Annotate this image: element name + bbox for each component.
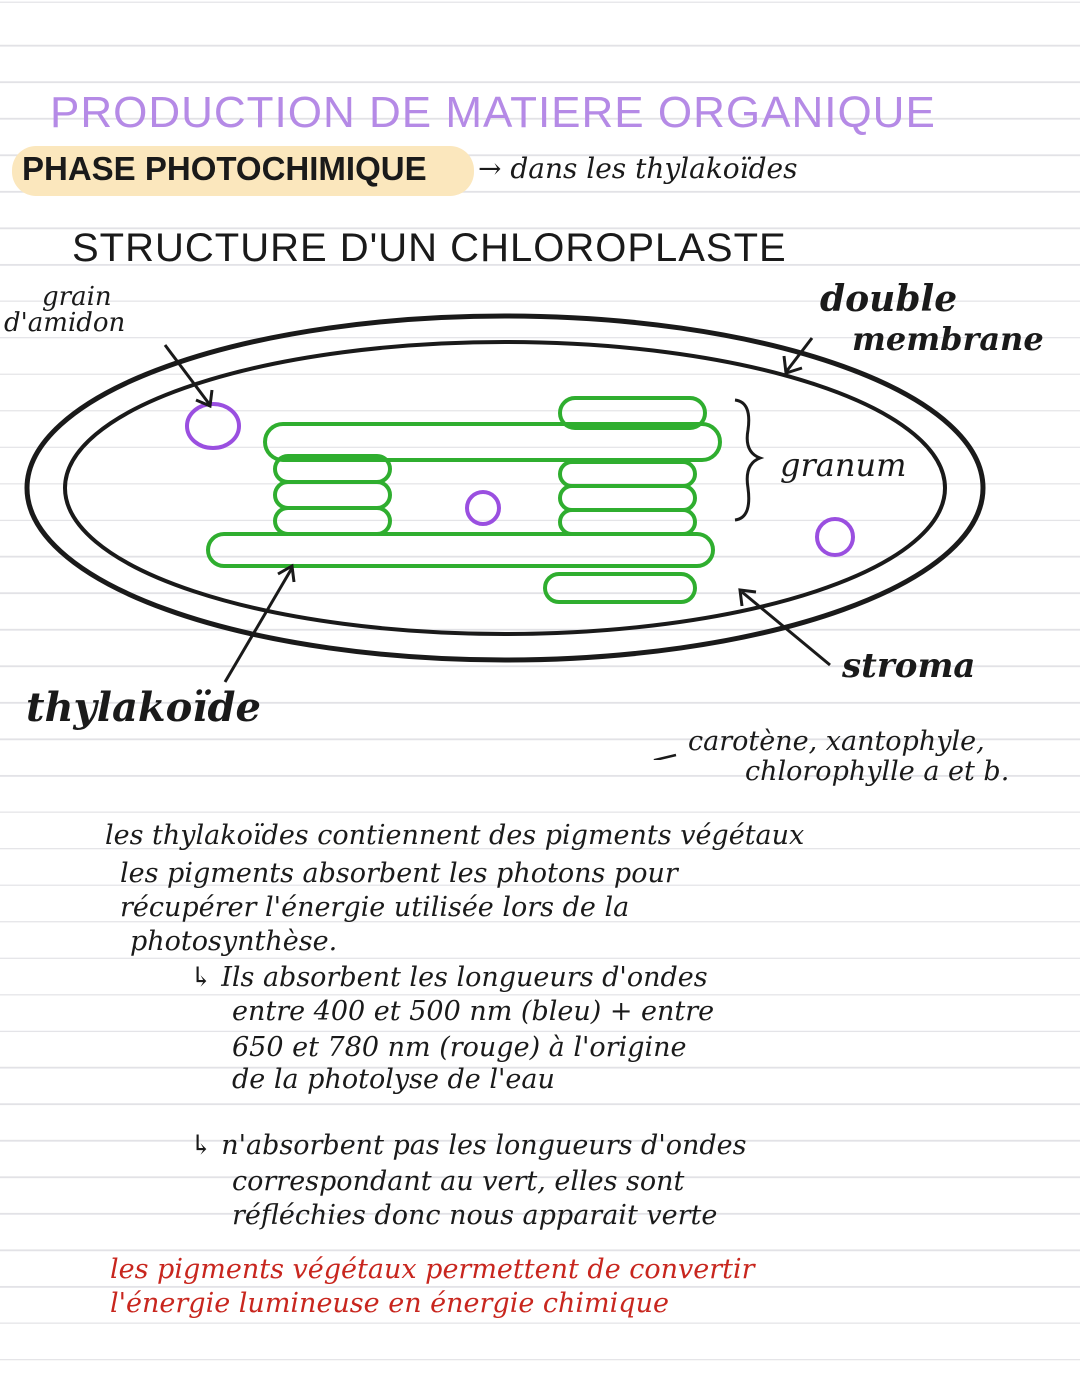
absorb-line-2: entre 400 et 500 nm (bleu) + entre <box>232 996 715 1027</box>
thylakoid-bottom-long <box>206 532 715 568</box>
thylakoid-top-long <box>263 422 722 462</box>
arrow-membrane <box>782 337 814 375</box>
thylakoid-right-bottom <box>543 572 697 604</box>
conclusion-line-2: l'énergie lumineuse en énergie chimique <box>110 1288 669 1319</box>
page-title: PRODUCTION DE MATIERE ORGANIQUE <box>50 88 936 137</box>
thylakoid-right-2 <box>558 484 697 512</box>
diagram-heading: STRUCTURE D'UN CHLOROPLASTE <box>72 226 787 270</box>
arrow-stroma <box>738 588 831 667</box>
chloroplast-diagram <box>24 313 986 760</box>
body-line-2: les pigments absorbent les photons pour <box>120 858 678 889</box>
not-absorb-line-1: ↳ n'absorbent pas les longueurs d'ondes <box>190 1130 747 1161</box>
label-thylakoide: thylakoïde <box>26 684 261 731</box>
arrow-grain <box>163 344 214 409</box>
body-line-3: récupérer l'énergie utilisée lors de la <box>120 892 630 923</box>
conclusion-line-1: les pigments végétaux permettent de conv… <box>110 1254 755 1285</box>
absorb-line-3: 650 et 780 nm (rouge) à l'origine <box>232 1032 687 1063</box>
phase-location-note: → dans les thylakoïdes <box>478 152 798 185</box>
not-absorb-line-3: réfléchies donc nous apparait verte <box>232 1200 718 1231</box>
arrow-pigments <box>653 753 677 760</box>
starch-grain-2 <box>465 490 501 526</box>
granum-brace <box>734 398 765 522</box>
starch-grain-1 <box>185 402 241 450</box>
label-membrane: membrane <box>852 320 1044 358</box>
thylakoid-left-3 <box>273 506 392 536</box>
body-line-1: les thylakoïdes contiennent des pigments… <box>105 820 805 851</box>
arrow-thylakoid <box>223 563 296 683</box>
outer-membrane <box>24 313 986 663</box>
thylakoid-right-1 <box>558 460 697 488</box>
body-line-4: photosynthèse. <box>130 926 338 957</box>
phase-highlight <box>12 146 474 196</box>
label-grain: grain <box>42 282 112 312</box>
absorb-line-4: de la photolyse de l'eau <box>232 1064 555 1095</box>
thylakoid-right-top <box>558 396 707 430</box>
starch-grain-3 <box>815 517 855 557</box>
pigments-list-line1: carotène, xantophyle, <box>688 726 985 757</box>
thylakoid-left-2 <box>273 480 392 510</box>
label-granum: granum <box>780 446 907 484</box>
inner-membrane <box>63 340 947 636</box>
label-double: double <box>820 278 958 320</box>
label-amidon: d'amidon <box>4 308 126 338</box>
pigments-list-line2: chlorophylle a et b. <box>745 756 1010 787</box>
thylakoid-right-3 <box>558 508 697 536</box>
not-absorb-line-2: correspondant au vert, elles sont <box>232 1166 685 1197</box>
label-stroma: stroma <box>842 646 976 686</box>
absorb-line-1: ↳ Ils absorbent les longueurs d'ondes <box>190 962 708 993</box>
phase-heading: PHASE PHOTOCHIMIQUE <box>22 150 427 187</box>
